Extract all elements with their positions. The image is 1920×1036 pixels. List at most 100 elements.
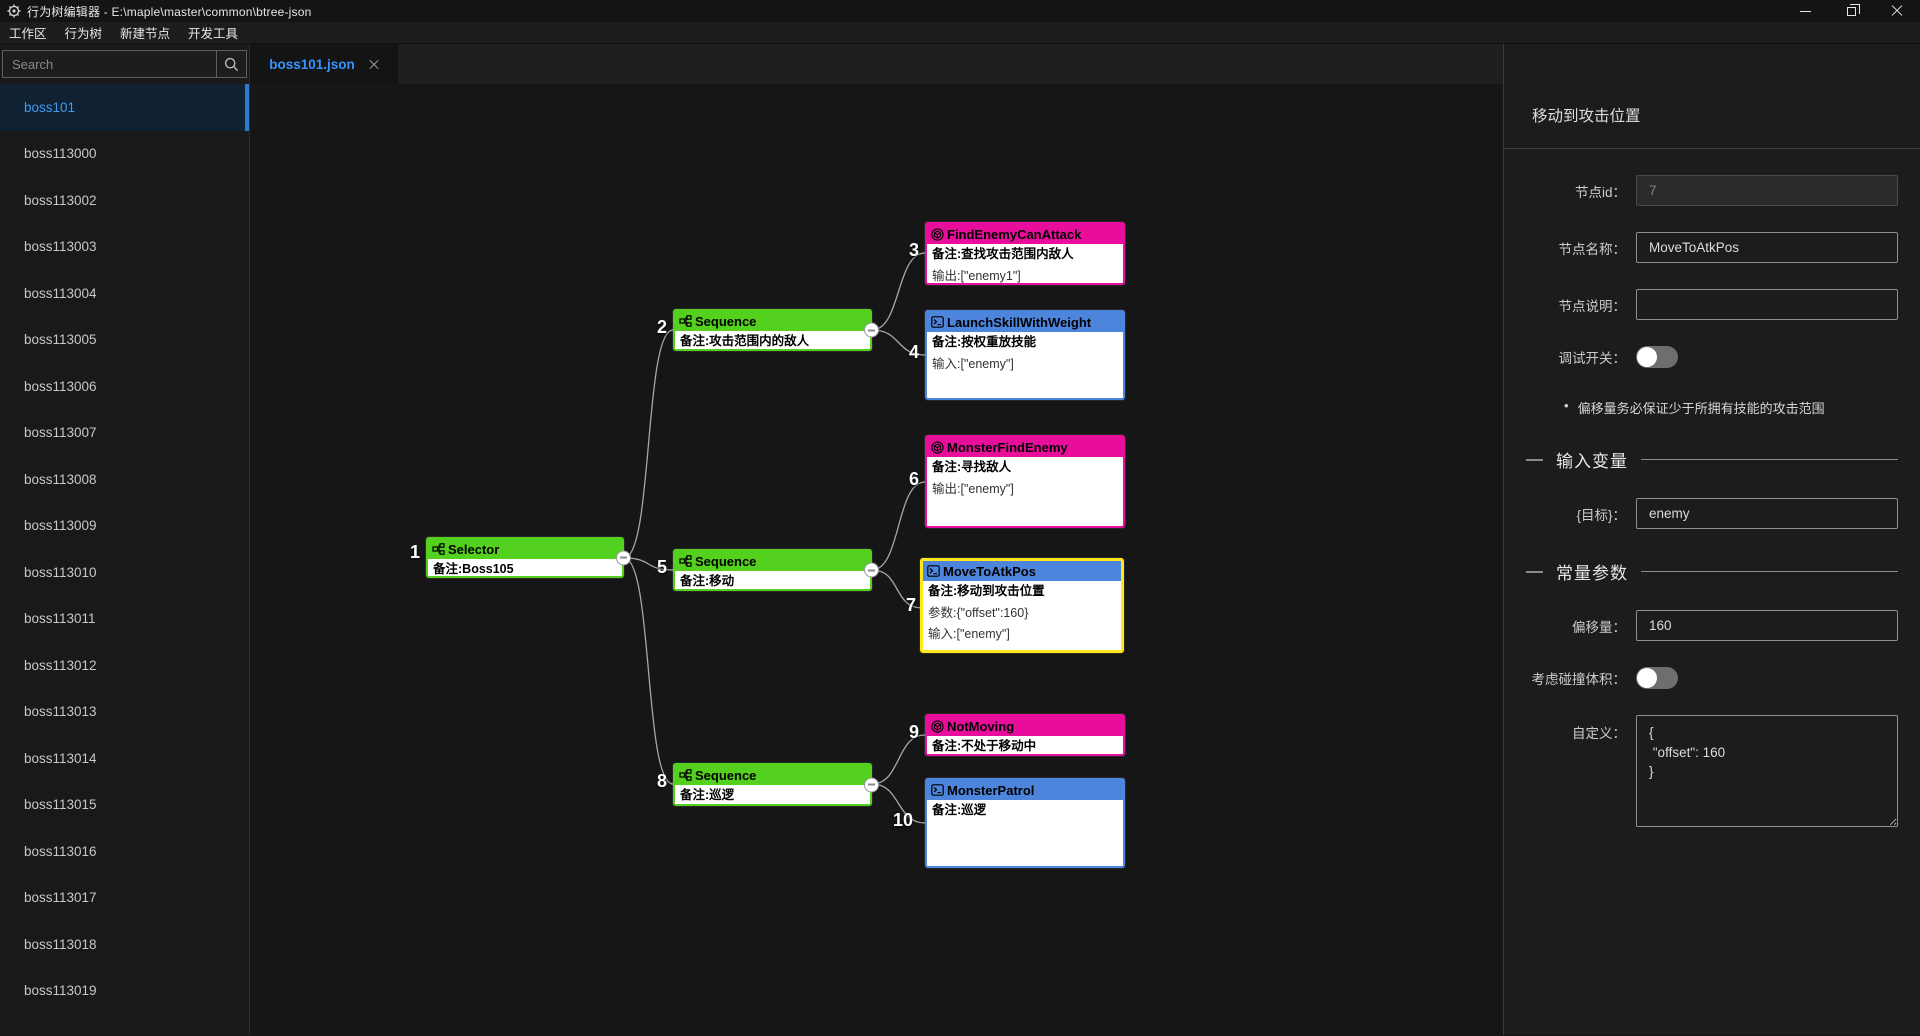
offset-field[interactable] [1636, 610, 1898, 641]
collision-toggle[interactable] [1636, 667, 1678, 689]
window-title: 行为树编辑器 - E:\maple\master\common\btree-js… [27, 4, 312, 19]
app-icon [7, 4, 21, 18]
edge-order-number: 7 [905, 595, 916, 615]
composite-icon [679, 769, 692, 781]
list-item[interactable]: boss113006 [24, 378, 97, 394]
node-id-label: 节点id： [1574, 184, 1626, 200]
edge-order-number: 9 [908, 722, 919, 742]
list-item[interactable]: boss113019 [24, 983, 97, 999]
bt-node-sequence-attack[interactable]: Sequence 备注:攻击范围内的敌人 [673, 309, 879, 351]
bt-node-launch-skill-with-weight[interactable]: LaunchSkillWithWeight 备注:按权重放技能 输入:["ene… [925, 310, 1125, 400]
list-item[interactable]: boss113016 [24, 843, 97, 859]
menu-workspace[interactable]: 工作区 [9, 27, 47, 41]
edge-order-number: 3 [908, 240, 919, 260]
minimize-icon [1799, 10, 1811, 12]
list-item[interactable]: boss113005 [24, 332, 97, 348]
minimize-button[interactable] [1782, 0, 1828, 22]
list-item[interactable]: boss101 [0, 84, 249, 131]
node-id-field [1636, 175, 1898, 206]
restore-icon [1846, 3, 1860, 16]
debug-toggle[interactable] [1636, 346, 1678, 368]
tab-boss101[interactable]: boss101.json [250, 44, 398, 84]
edge-order-number: 8 [656, 771, 667, 791]
close-button[interactable] [1874, 0, 1920, 22]
close-icon [1891, 5, 1903, 17]
bt-node-sequence-move[interactable]: Sequence 备注:移动 [673, 549, 879, 591]
edge-order-number: 2 [656, 317, 667, 337]
composite-icon [679, 315, 692, 327]
composite-icon [679, 555, 692, 567]
tab-close-icon[interactable] [369, 59, 379, 69]
menu-new-node[interactable]: 新建节点 [120, 27, 171, 41]
search-button[interactable] [216, 51, 246, 77]
output-connector[interactable] [864, 777, 879, 792]
tab-label: boss101.json [269, 56, 355, 72]
edge-order-number: 6 [908, 469, 919, 489]
condition-icon [931, 227, 944, 241]
tab-bar: boss101.json [250, 44, 1503, 84]
divider [1504, 148, 1920, 149]
menu-bar: 工作区 行为树 新建节点 开发工具 [0, 22, 1920, 44]
condition-icon [931, 440, 944, 454]
list-item[interactable]: boss113013 [24, 704, 97, 720]
list-item[interactable]: boss113014 [24, 750, 97, 766]
list-item[interactable]: boss113004 [24, 285, 97, 301]
node-name-label: 节点名称： [1558, 241, 1627, 257]
panel-title: 移动到攻击位置 [1532, 108, 1641, 125]
restore-button[interactable] [1828, 0, 1874, 22]
menu-dev-tools[interactable]: 开发工具 [188, 27, 239, 41]
node-desc-field[interactable] [1636, 289, 1898, 320]
composite-icon [432, 543, 445, 555]
list-item[interactable]: boss113010 [24, 564, 97, 580]
offset-label: 偏移量： [1572, 619, 1626, 635]
section-input-vars: 输入变量 [1526, 447, 1898, 472]
debug-toggle-label: 调试开关： [1558, 351, 1627, 366]
list-item[interactable]: boss113009 [24, 518, 97, 534]
bt-node-selector[interactable]: Selector 备注:Boss105 [426, 537, 631, 578]
target-field[interactable] [1636, 498, 1898, 529]
custom-json-field[interactable]: { "offset": 160 } [1636, 715, 1898, 827]
menu-behavior-tree[interactable]: 行为树 [64, 27, 103, 41]
bt-node-move-to-atk-pos[interactable]: MoveToAtkPos 备注:移动到攻击位置 参数:{"offset":160… [920, 558, 1124, 653]
list-item[interactable]: boss113003 [24, 239, 97, 255]
bt-node-monster-find-enemy[interactable]: MonsterFindEnemy 备注:寻找敌人 输出:["enemy"] [925, 435, 1125, 528]
title-bar: 行为树编辑器 - E:\maple\master\common\btree-js… [0, 0, 1920, 22]
bt-node-sequence-patrol[interactable]: Sequence 备注:巡逻 [673, 763, 879, 806]
list-item[interactable]: boss113002 [24, 192, 97, 208]
edge-order-number: 1 [409, 542, 420, 562]
list-item[interactable]: boss113015 [24, 797, 97, 813]
list-item[interactable]: boss113012 [24, 657, 97, 673]
target-label: {目标}： [1576, 507, 1626, 523]
action-icon [931, 784, 944, 796]
list-item[interactable]: boss113008 [24, 471, 97, 487]
output-connector[interactable] [864, 322, 879, 338]
list-item[interactable]: boss113011 [24, 611, 96, 627]
action-icon [931, 316, 944, 328]
bt-node-monster-patrol[interactable]: MonsterPatrol 备注:巡逻 [925, 778, 1125, 868]
list-item[interactable]: boss113007 [24, 425, 97, 441]
list-item[interactable]: boss113018 [24, 936, 97, 952]
editor-area: boss101.json [250, 44, 1503, 1035]
action-icon [927, 565, 940, 577]
list-item[interactable]: boss113000 [24, 146, 97, 162]
list-item[interactable]: boss113017 [24, 890, 97, 906]
node-name-field[interactable] [1636, 232, 1898, 263]
node-desc-label: 节点说明： [1558, 298, 1627, 314]
bullet-dot: • [1564, 398, 1569, 413]
offset-note: 偏移量务必保证少于所拥有技能的攻击范围 [1577, 401, 1825, 416]
sidebar: boss101 boss113000 boss113002 boss113003… [0, 44, 250, 1035]
section-line [1641, 571, 1898, 572]
tree-edges [623, 252, 926, 824]
condition-icon [931, 719, 944, 733]
output-connector[interactable] [864, 562, 879, 578]
section-const-params: 常量参数 [1526, 559, 1898, 584]
bt-node-not-moving[interactable]: NotMoving 备注:不处于移动中 [925, 714, 1125, 756]
edge-order-number: 4 [908, 342, 919, 362]
boss-list: boss101 boss113000 boss113002 boss113003… [0, 84, 249, 1035]
bt-node-find-enemy-can-attack[interactable]: FindEnemyCanAttack 备注:查找攻击范围内敌人 输出:["ene… [925, 222, 1125, 285]
tree-canvas[interactable]: Selector 备注:Boss105 Sequence 备注:攻击范围内的敌人… [250, 84, 1503, 1035]
search-input[interactable] [3, 51, 216, 77]
section-dash [1526, 458, 1543, 461]
edge-order-number: 10 [892, 810, 913, 830]
output-connector[interactable] [616, 550, 631, 565]
